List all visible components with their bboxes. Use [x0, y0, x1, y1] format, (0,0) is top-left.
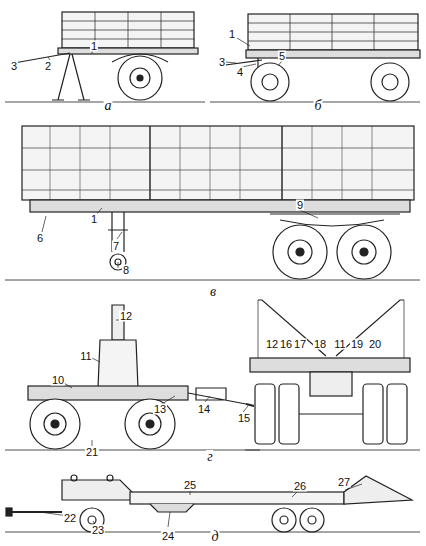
- callout-number: 1: [90, 41, 98, 52]
- callout-number: 19: [350, 339, 364, 350]
- two-axle-trailer: [210, 14, 420, 102]
- callout-number: 11: [79, 351, 92, 362]
- single-axle-trailer: [5, 12, 205, 102]
- callout-number: 10: [51, 375, 65, 386]
- callout-number: 3: [218, 57, 226, 68]
- callout-number: 1: [228, 29, 236, 40]
- heavy-trailer-rear: [245, 300, 420, 450]
- callout-number: 14: [197, 404, 211, 415]
- callout-number: 8: [122, 265, 130, 276]
- callout-number: 24: [161, 531, 175, 542]
- callout-number: 22: [63, 513, 77, 524]
- callout-number: 12: [265, 339, 279, 350]
- low-bed-trailer: [5, 475, 420, 532]
- callout-number: 17: [293, 339, 307, 350]
- callout-number: 3: [10, 61, 18, 72]
- callout-number: 12: [119, 311, 133, 322]
- callout-number: 13: [153, 404, 167, 415]
- callout-number: 2: [44, 61, 52, 72]
- callout-number: 27: [337, 477, 351, 488]
- callout-number: 4: [236, 67, 244, 78]
- callout-number: 23: [91, 525, 105, 536]
- semitrailer: [5, 126, 420, 280]
- callout-number: 20: [368, 339, 382, 350]
- callout-number: 21: [85, 447, 99, 458]
- heavy-trailer-side: [5, 305, 260, 450]
- callout-number: 18: [313, 339, 327, 350]
- figure-letter: б: [313, 99, 322, 113]
- callout-number: 11: [333, 339, 346, 350]
- figure-letter: в: [209, 285, 217, 299]
- figure-letter: г: [206, 450, 213, 464]
- figure-letter: д: [210, 530, 219, 544]
- callout-number: 15: [237, 413, 251, 424]
- figure-letter: а: [104, 99, 113, 113]
- callout-number: 9: [296, 200, 304, 211]
- callout-number: 1: [90, 214, 98, 225]
- callout-number: 5: [278, 51, 286, 62]
- callout-number: 16: [279, 339, 293, 350]
- callout-number: 25: [183, 480, 197, 491]
- callout-number: 26: [293, 481, 307, 492]
- callout-number: 7: [112, 241, 120, 252]
- callout-number: 6: [36, 233, 44, 244]
